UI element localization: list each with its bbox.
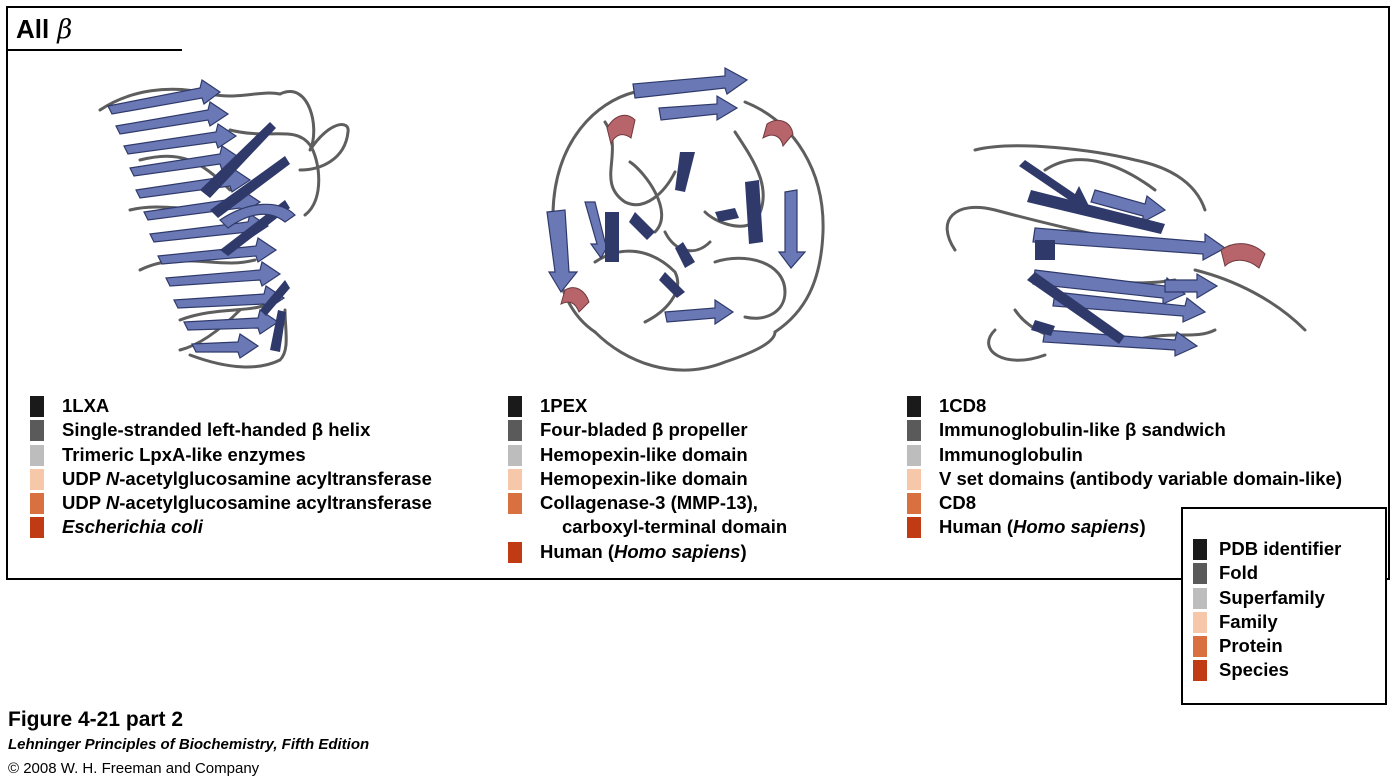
structure-1cd8 xyxy=(945,144,1307,362)
hierarchy-legend: PDB identifier Fold Superfamily Family P… xyxy=(1181,507,1387,705)
legend-label-pdb: PDB identifier xyxy=(1219,538,1342,559)
panel-title-text: All xyxy=(16,14,50,44)
protein-text-continued: carboxyl-terminal domain xyxy=(562,516,788,538)
swatch-protein xyxy=(30,493,44,515)
swatch-pdb xyxy=(907,396,921,417)
fold-text: Four-bladed β propeller xyxy=(540,419,748,441)
species-text: Human (Homo sapiens) xyxy=(540,540,747,562)
legend-swatch-family xyxy=(1193,611,1207,633)
structure-1lxa xyxy=(98,79,350,369)
copyright: © 2008 W. H. Freeman and Company xyxy=(8,760,260,777)
superfamily-text: Immunoglobulin xyxy=(939,443,1083,465)
alpha-helices xyxy=(560,114,794,313)
panel-title-underline xyxy=(6,49,182,51)
family-text: V set domains (antibody variable domain-… xyxy=(939,467,1342,489)
pdb-id: 1PEX xyxy=(540,395,588,416)
pdb-id: 1LXA xyxy=(62,395,110,416)
swatch-family xyxy=(907,468,921,490)
swatch-pdb xyxy=(30,396,44,417)
protein-text: CD8 xyxy=(939,492,977,514)
swatch-species xyxy=(508,541,522,563)
legend-swatch-species xyxy=(1193,660,1207,682)
beta-strands xyxy=(546,66,807,326)
fold-text: Immunoglobulin-like β sandwich xyxy=(939,419,1226,441)
species-text: Escherichia coli xyxy=(62,516,203,538)
swatch-species xyxy=(30,517,44,539)
family-text: UDP N-acetylglucosamine acyltransferase xyxy=(62,467,432,489)
alpha-helix xyxy=(1220,243,1266,269)
legend-label-family: Family xyxy=(1219,610,1278,632)
swatch-superfamily xyxy=(30,444,44,466)
protein-text: Collagenase-3 (MMP-13), xyxy=(540,492,758,514)
species-text: Human (Homo sapiens) xyxy=(939,516,1146,538)
superfamily-text: Trimeric LpxA-like enzymes xyxy=(62,443,306,465)
legend-label-superfamily: Superfamily xyxy=(1219,586,1325,608)
legend-swatch-pdb xyxy=(1193,539,1207,560)
book-title: Lehninger Principles of Biochemistry, Fi… xyxy=(8,736,370,753)
legend-swatch-fold xyxy=(1193,563,1207,585)
swatch-family xyxy=(30,468,44,490)
legend-label-fold: Fold xyxy=(1219,562,1259,584)
beta-strands xyxy=(1032,189,1227,357)
swatch-fold xyxy=(30,420,44,442)
family-text: Hemopexin-like domain xyxy=(540,467,748,489)
swatch-superfamily xyxy=(508,444,522,466)
swatch-fold xyxy=(907,420,921,442)
legend-swatch-superfamily xyxy=(1193,587,1207,609)
swatch-superfamily xyxy=(907,444,921,466)
beta-strands xyxy=(107,79,286,359)
structure-1pex xyxy=(546,66,825,372)
swatch-protein xyxy=(508,493,522,515)
panel-title-symbol: β xyxy=(57,15,73,45)
swatch-species xyxy=(907,517,921,539)
swatch-fold xyxy=(508,420,522,442)
figure-caption: Figure 4-21 part 2 Lehninger Principles … xyxy=(8,707,369,781)
legend-label-protein: Protein xyxy=(1219,635,1283,657)
fold-text: Single-stranded left-handed β helix xyxy=(62,419,371,441)
superfamily-text: Hemopexin-like domain xyxy=(540,443,748,465)
legend-swatch-protein xyxy=(1193,636,1207,658)
swatch-family xyxy=(508,468,522,490)
legend-label-species: Species xyxy=(1219,659,1289,681)
protein-text: UDP N-acetylglucosamine acyltransferase xyxy=(62,492,432,514)
swatch-protein xyxy=(907,493,921,515)
swatch-pdb xyxy=(508,396,522,417)
pdb-id: 1CD8 xyxy=(939,395,987,416)
figure-title: Figure 4-21 part 2 xyxy=(8,708,184,731)
